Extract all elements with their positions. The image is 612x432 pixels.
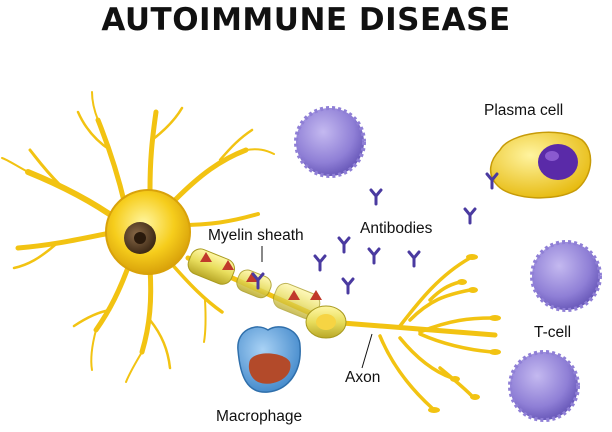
leader-lines <box>261 246 373 369</box>
antibodies <box>251 172 499 295</box>
axon-terminals <box>378 256 494 410</box>
diagram-title: AUTOIMMUNE DISEASE <box>101 2 511 38</box>
label-plasma-cell: Plasma cell <box>484 102 564 119</box>
label-myelin-sheath: Myelin sheath <box>208 227 304 244</box>
t-cell <box>294 106 602 422</box>
label-axon: Axon <box>345 369 381 386</box>
label-macrophage: Macrophage <box>216 408 303 425</box>
terminal-knobs <box>428 254 501 413</box>
label-t-cell: T-cell <box>534 324 572 341</box>
antigen-markers <box>200 252 322 300</box>
label-antibodies: Antibodies <box>360 220 433 237</box>
myelin-sheath <box>187 248 347 339</box>
neuron-dendrites <box>1 91 275 383</box>
plasma-cell <box>489 131 592 199</box>
macrophage <box>237 326 301 393</box>
